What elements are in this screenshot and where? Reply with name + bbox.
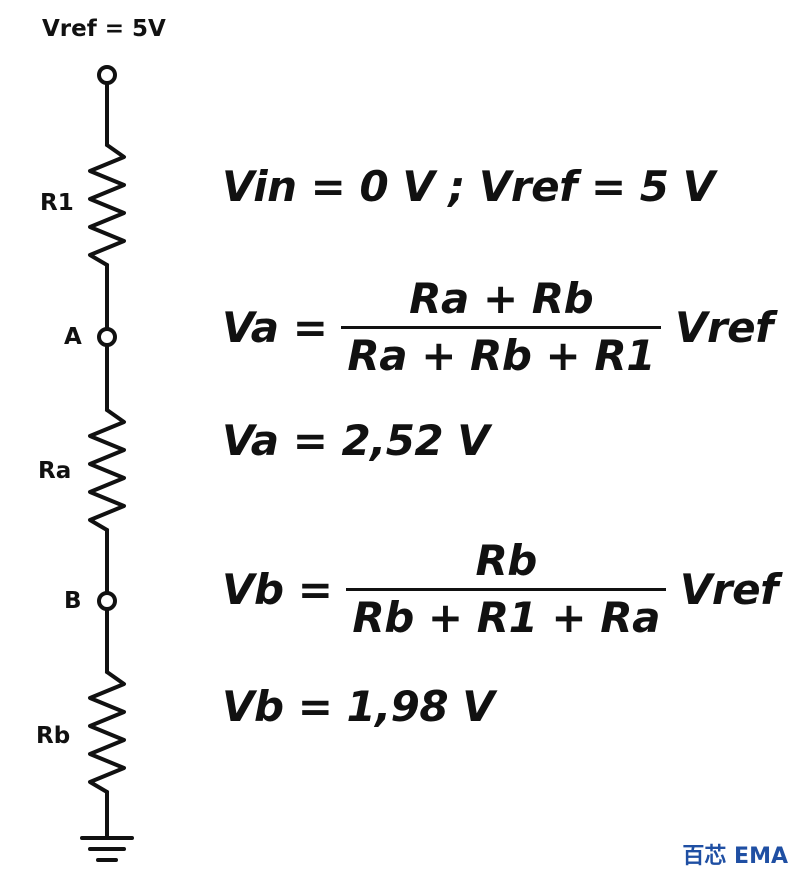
vref-label: Vref = 5V [42,16,166,42]
vb-fraction: Rb Rb + R1 + Ra [346,535,666,642]
resistor-r1 [88,143,126,267]
ra-label: Ra [38,458,72,484]
resistor-rb [88,670,126,794]
va-numerator: Ra + Rb [409,273,594,323]
node-a-label: A [64,324,82,350]
vb-formula: Vb = Rb Rb + R1 + Ra Vref [222,534,778,644]
node-a [97,327,117,347]
node-b-label: B [64,588,82,614]
va-fraction-bar [341,325,661,329]
vref-terminal [97,65,117,85]
vb-result: Vb = 1,98 V [222,682,495,731]
ground-icon [80,836,134,862]
rb-label: Rb [36,723,71,749]
watermark-logo: 百芯 EMA [682,844,788,869]
condition-equation: Vin = 0 V ; Vref = 5 V [222,162,715,211]
vb-formula-lhs: Vb = [222,564,333,614]
node-b [97,591,117,611]
vb-fraction-bar [346,587,666,591]
va-result: Va = 2,52 V [222,416,490,465]
va-formula: Va = Ra + Rb Ra + Rb + R1 Vref [222,272,773,382]
resistor-ra [88,408,126,532]
va-formula-rhs: Vref [674,302,773,352]
vb-formula-rhs: Vref [679,564,778,614]
va-denominator: Ra + Rb + R1 [347,330,655,380]
vb-numerator: Rb [475,535,537,585]
r1-label: R1 [40,190,74,216]
vb-denominator: Rb + R1 + Ra [352,592,660,642]
va-fraction: Ra + Rb Ra + Rb + R1 [341,273,661,380]
va-formula-lhs: Va = [222,302,328,352]
